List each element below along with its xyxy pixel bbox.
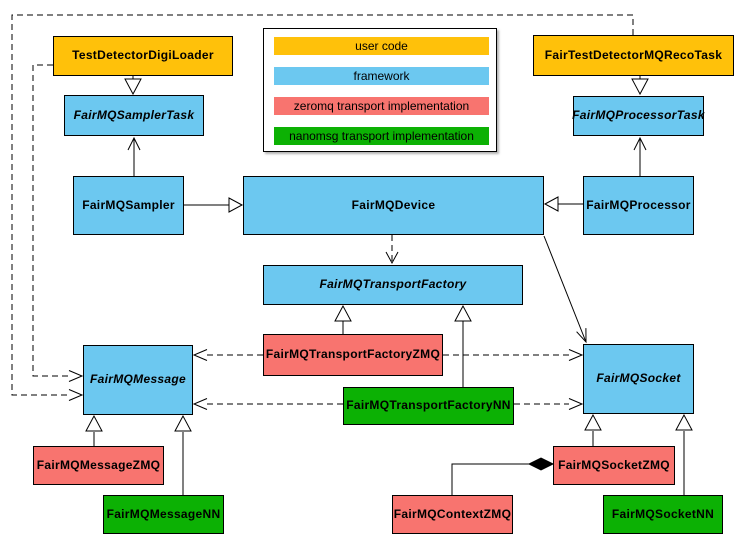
edge-sockzmq-socket <box>584 413 602 446</box>
edge-tfzmq-socket <box>443 349 584 361</box>
legend-item-nanomsg: nanomsg transport implementation <box>274 127 489 145</box>
legend-label: zeromq transport implementation <box>293 99 470 113</box>
class-label: TestDetectorDigiLoader <box>72 48 214 63</box>
class-fairmqsampler: FairMQSampler <box>73 176 184 235</box>
edge-tfzmq-message <box>192 349 263 361</box>
class-fairmqdevice: FairMQDevice <box>243 176 544 235</box>
edge-socknn-socket <box>675 413 693 495</box>
legend-item-framework: framework <box>274 67 489 85</box>
class-label: FairMQContextZMQ <box>393 506 512 521</box>
class-label: FairMQProcessorTask <box>572 108 705 123</box>
legend-label: framework <box>353 69 410 83</box>
edge-recotask-processortask <box>631 76 649 96</box>
class-label: FairMQMessageZMQ <box>36 457 161 472</box>
class-label: FairMQMessageNN <box>106 506 221 521</box>
edge-msgnn-message <box>174 414 192 495</box>
class-fairmqsocketnn: FairMQSocketNN <box>603 495 723 534</box>
class-label: FairMQSamplerTask <box>73 107 195 122</box>
class-fairmqmessage: FairMQMessage <box>83 345 193 415</box>
edge-processor-processortask <box>633 136 647 176</box>
edge-device-transportfactory <box>385 235 399 265</box>
class-fairmqtransportfactorynn: FairMQTransportFactoryNN <box>343 387 514 425</box>
edge-digiloader-message <box>32 64 84 382</box>
edge-sampler-device <box>184 197 244 213</box>
class-label: FairMQMessage <box>90 372 186 387</box>
edge-recotask-message <box>11 14 634 401</box>
class-testdetectordigiloader: TestDetectorDigiLoader <box>53 36 233 76</box>
class-label: FairMQTransportFactory <box>319 277 467 292</box>
class-label: FairMQTransportFactoryZMQ <box>265 347 441 362</box>
edge-ctxzmq-sockzmq <box>451 457 555 495</box>
class-fairmqsamplertask: FairMQSamplerTask <box>64 95 204 136</box>
class-label: FairMQSocketNN <box>611 506 715 521</box>
edge-msgzmq-message <box>85 414 103 446</box>
legend-item-zeromq: zeromq transport implementation <box>274 97 489 115</box>
class-fairtestdetectormqrecotask: FairTestDetectorMQRecoTask <box>533 35 734 76</box>
class-label: FairTestDetectorMQRecoTask <box>544 47 723 62</box>
class-label: FairMQDevice <box>351 197 436 212</box>
class-fairmqprocessortask: FairMQProcessorTask <box>572 96 705 136</box>
class-fairmqmessagenn: FairMQMessageNN <box>103 495 224 534</box>
class-fairmqtransportfactory: FairMQTransportFactory <box>263 265 523 305</box>
class-label: FairMQTransportFactoryNN <box>346 398 511 413</box>
class-label: FairMQSampler <box>82 197 175 212</box>
legend: user code framework zeromq transport imp… <box>263 28 497 152</box>
class-label: FairMQSocket <box>596 371 681 386</box>
class-label: FairMQSocketZMQ <box>558 457 670 472</box>
class-fairmqtransportfactoryzmq: FairMQTransportFactoryZMQ <box>263 334 443 376</box>
edge-tfzmq-transportfactory <box>334 304 352 334</box>
edge-tfnn-transportfactory <box>454 304 472 387</box>
edge-digiloader-samplertask <box>124 76 142 96</box>
class-label: FairMQProcessor <box>586 197 691 212</box>
edge-processor-device <box>543 196 583 212</box>
edge-tfnn-message <box>192 398 343 410</box>
legend-label: nanomsg transport implementation <box>289 129 474 143</box>
edge-sampler-samplertask <box>127 136 141 176</box>
edge-tfnn-socket <box>514 398 584 410</box>
class-fairmqsocket: FairMQSocket <box>583 344 694 414</box>
class-fairmqsocketzmq: FairMQSocketZMQ <box>553 446 675 485</box>
class-fairmqprocessor: FairMQProcessor <box>583 176 694 235</box>
edge-device-socket <box>543 235 587 344</box>
legend-label: user code <box>355 39 408 53</box>
class-fairmqcontextzmq: FairMQContextZMQ <box>392 495 513 534</box>
class-fairmqmessagezmq: FairMQMessageZMQ <box>33 446 164 485</box>
legend-item-user-code: user code <box>274 37 489 55</box>
